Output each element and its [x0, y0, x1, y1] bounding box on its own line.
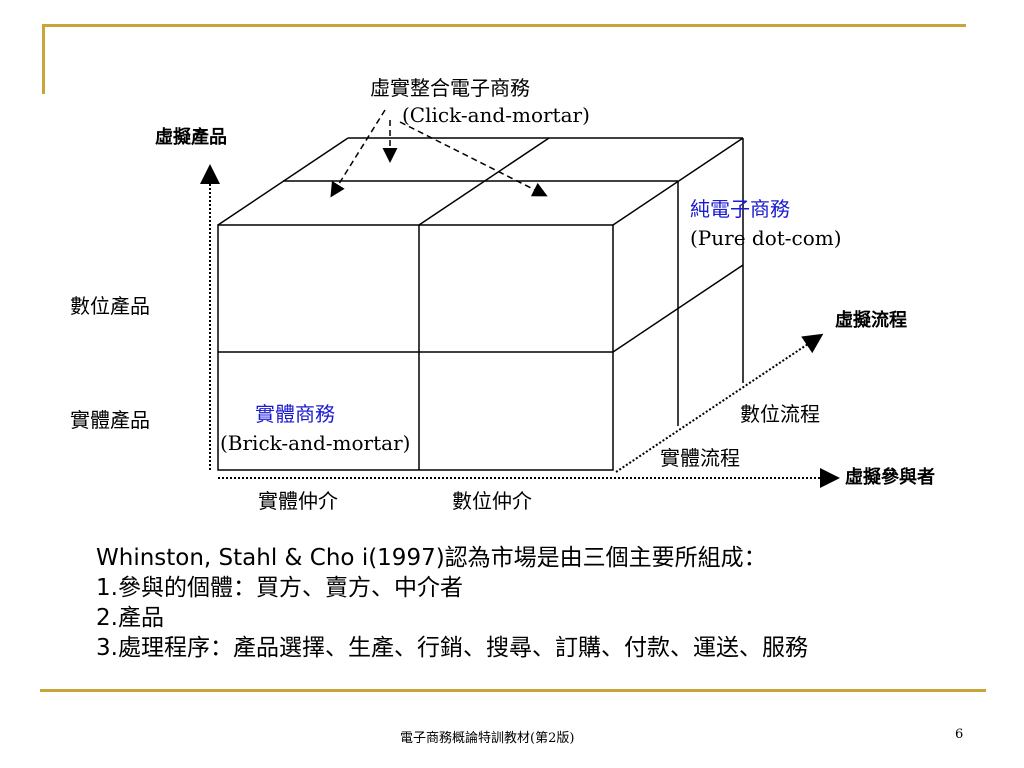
- pure-dotcom-label-en: (Pure dot-com): [690, 226, 842, 250]
- body-line-1: Whinston, Stahl & Cho i(1997)認為市場是由三個主要所…: [96, 545, 767, 571]
- z-axis-label: 虛擬流程: [835, 309, 907, 331]
- x-level-digital: 數位仲介: [452, 489, 532, 513]
- brick-and-mortar-label-en: (Brick-and-mortar): [220, 431, 410, 455]
- body-text: Whinston, Stahl & Cho i(1997)認為市場是由三個主要所…: [96, 543, 808, 663]
- y-level-physical: 實體產品: [70, 408, 150, 432]
- x-level-physical: 實體仲介: [258, 489, 338, 513]
- click-and-mortar-label-zh: 虛實整合電子商務: [370, 76, 530, 100]
- page-number: 6: [955, 727, 964, 742]
- body-line-2: 1.參與的個體：買方、賣方、中介者: [96, 575, 463, 601]
- y-axis-label: 虛擬產品: [155, 126, 227, 148]
- top-rule: [42, 24, 966, 27]
- y-level-digital: 數位產品: [70, 294, 150, 318]
- cube-diagram: 虛實整合電子商務 (Click-and-mortar) 虛擬產品 數位產品 實體…: [70, 76, 935, 513]
- cube: [217, 137, 744, 471]
- x-axis-label: 虛擬參與者: [845, 466, 935, 488]
- body-line-4: 3.處理程序：產品選擇、生產、行銷、搜尋、訂購、付款、運送、服務: [96, 635, 808, 661]
- click-and-mortar-label-en: (Click-and-mortar): [402, 103, 590, 127]
- brick-and-mortar-label-zh: 實體商務: [255, 402, 335, 426]
- axes: [200, 164, 840, 488]
- z-axis: [615, 333, 824, 473]
- footer-rule: [40, 689, 986, 692]
- pure-dotcom-label-zh: 純電子商務: [690, 197, 790, 221]
- z-level-physical: 實體流程: [660, 446, 740, 470]
- left-rule: [42, 24, 45, 94]
- footer-title: 電子商務概論特訓教材(第2版): [400, 731, 575, 746]
- z-level-digital: 數位流程: [740, 402, 820, 426]
- click-and-mortar-arrows: [330, 109, 548, 198]
- body-line-3: 2.產品: [96, 605, 164, 631]
